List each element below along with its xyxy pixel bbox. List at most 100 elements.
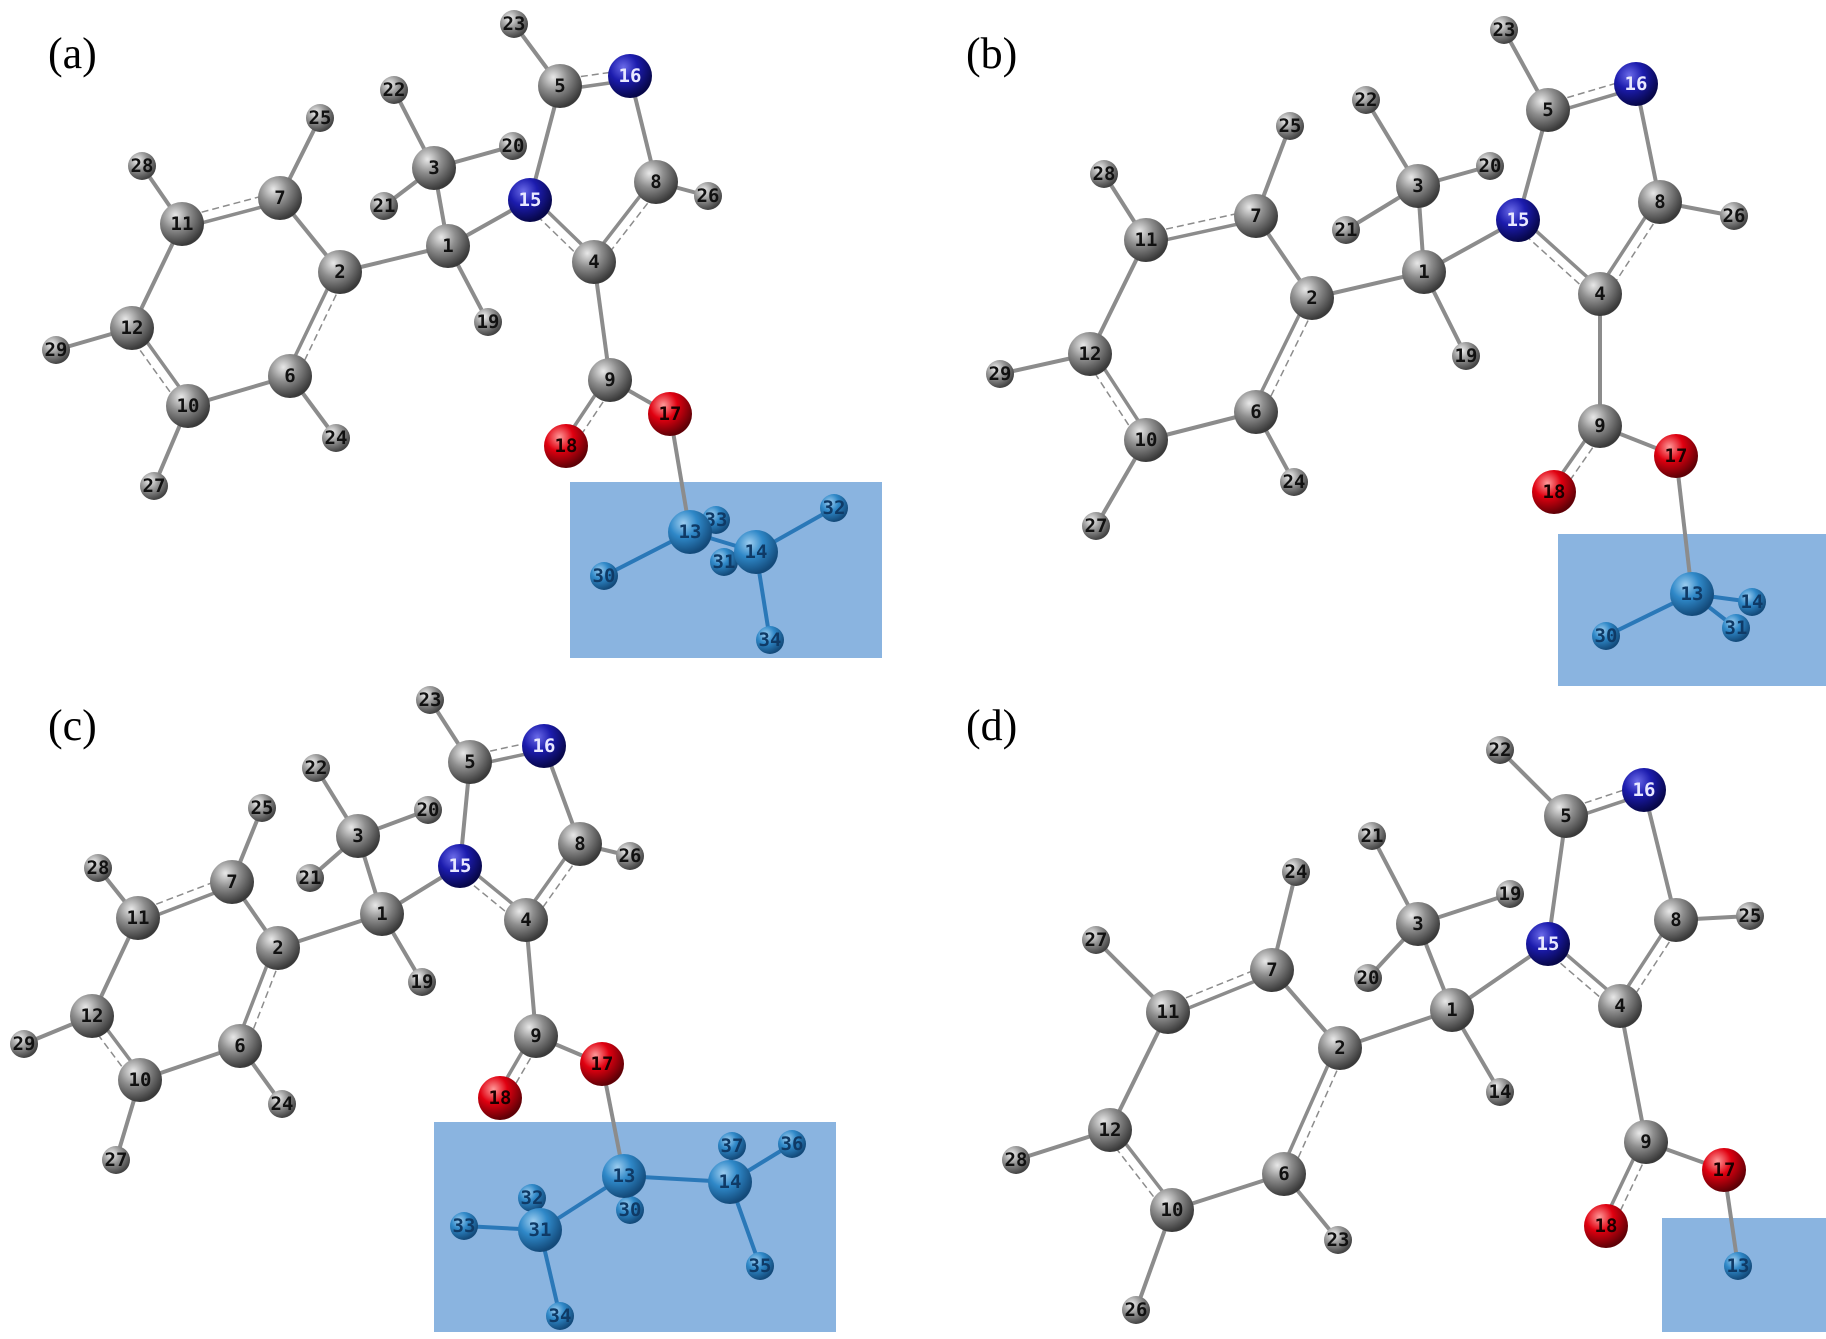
atom-label: 3 xyxy=(428,157,439,179)
atom-c-1: 1 xyxy=(1402,250,1446,294)
atom-h-33: 33 xyxy=(450,1212,478,1240)
atom-label: 22 xyxy=(383,79,406,101)
atom-label: 18 xyxy=(489,1087,512,1109)
atom-c-12: 12 xyxy=(110,306,154,350)
bond-2-6 xyxy=(1278,1045,1347,1177)
atom-label: 31 xyxy=(713,551,736,573)
atom-label: 17 xyxy=(1713,1159,1736,1181)
atom-h-34: 34 xyxy=(756,626,784,654)
atom-o-17: 17 xyxy=(1654,434,1698,478)
atom-label: 9 xyxy=(1594,415,1605,437)
atom-h-24: 24 xyxy=(1280,468,1308,496)
atom-label: 23 xyxy=(1327,1229,1350,1251)
atom-c-5: 5 xyxy=(448,740,492,784)
atom-label: 36 xyxy=(781,1133,804,1155)
atom-label: 25 xyxy=(309,107,332,129)
atom-label: 10 xyxy=(129,1069,152,1091)
atom-label: 12 xyxy=(1079,343,1102,365)
atom-o-18: 18 xyxy=(478,1076,522,1120)
atom-label: 19 xyxy=(1455,345,1478,367)
atom-label: 7 xyxy=(1250,205,1261,227)
atom-c-10: 10 xyxy=(118,1058,162,1102)
atom-c-4: 4 xyxy=(504,898,548,942)
atom-c-11: 11 xyxy=(1124,218,1168,262)
atom-label: 15 xyxy=(449,855,472,877)
atom-label: 34 xyxy=(549,1305,572,1327)
atom-label: 25 xyxy=(1739,905,1762,927)
atom-label: 1 xyxy=(376,903,387,925)
bond-17-13 xyxy=(1674,455,1694,595)
bond-16-8 xyxy=(1642,789,1678,921)
atom-label: 29 xyxy=(45,339,68,361)
atom-label: 14 xyxy=(745,541,768,563)
atom-c-2: 2 xyxy=(318,250,362,294)
atom-h-23: 23 xyxy=(500,10,528,38)
atom-label: 24 xyxy=(1283,471,1306,493)
atom-label: 22 xyxy=(305,757,328,779)
atom-label: 31 xyxy=(529,1219,552,1241)
atom-label: 11 xyxy=(127,907,150,929)
atom-label: 18 xyxy=(1595,1215,1618,1237)
atom-label: 3 xyxy=(1412,175,1423,197)
atom-c-5: 5 xyxy=(1526,88,1570,132)
atom-label: 21 xyxy=(373,195,396,217)
atom-h-13: 13 xyxy=(1724,1252,1752,1280)
atom-h-37: 37 xyxy=(718,1132,746,1160)
atom-h-29: 29 xyxy=(10,1030,38,1058)
atom-c-9: 9 xyxy=(588,358,632,402)
atom-h-30: 30 xyxy=(616,1196,644,1224)
atom-h-24: 24 xyxy=(1282,858,1310,886)
atom-label: 5 xyxy=(554,75,565,97)
atom-label: 28 xyxy=(87,857,110,879)
atom-h-21: 21 xyxy=(1358,822,1386,850)
atom-label: 26 xyxy=(697,185,720,207)
atom-label: 13 xyxy=(1727,1255,1750,1277)
atom-label: 7 xyxy=(226,871,237,893)
atom-c-10: 10 xyxy=(1124,418,1168,462)
atom-label: 10 xyxy=(1135,429,1158,451)
atom-c-12: 12 xyxy=(70,994,114,1038)
atom-o-18: 18 xyxy=(1532,470,1576,514)
atom-label: 13 xyxy=(1681,583,1704,605)
atom-h-21: 21 xyxy=(1332,216,1360,244)
atom-label: 28 xyxy=(131,155,154,177)
atom-o-17: 17 xyxy=(580,1042,624,1086)
panel-label: (d) xyxy=(966,701,1017,750)
atom-label: 23 xyxy=(419,689,442,711)
atom-c-5: 5 xyxy=(1544,794,1588,838)
atom-h-23: 23 xyxy=(416,686,444,714)
atom-label: 20 xyxy=(1479,155,1502,177)
atom-label: 17 xyxy=(659,403,682,425)
atom-n-16: 16 xyxy=(522,724,566,768)
atom-h-21: 21 xyxy=(296,864,324,892)
atom-c-10: 10 xyxy=(1150,1188,1194,1232)
atom-label: 2 xyxy=(1306,287,1317,309)
atom-label: 30 xyxy=(593,565,616,587)
atom-label: 20 xyxy=(1357,967,1380,989)
atom-label: 30 xyxy=(1595,625,1618,647)
atom-h-25: 25 xyxy=(1736,902,1764,930)
atom-label: 28 xyxy=(1093,163,1116,185)
atom-label: 4 xyxy=(520,909,531,931)
atom-c-13: 13 xyxy=(668,510,712,554)
atom-h-20: 20 xyxy=(1476,152,1504,180)
atom-label: 22 xyxy=(1355,89,1378,111)
atom-n-16: 16 xyxy=(1614,62,1658,106)
atom-c-3: 3 xyxy=(412,146,456,190)
atom-n-15: 15 xyxy=(1526,922,1570,966)
atom-h-36: 36 xyxy=(778,1130,806,1158)
atom-o-17: 17 xyxy=(1702,1148,1746,1192)
atom-label: 8 xyxy=(574,833,585,855)
atom-h-22: 22 xyxy=(1486,736,1514,764)
atom-label: 8 xyxy=(1654,191,1665,213)
atom-h-32: 32 xyxy=(518,1184,546,1212)
panel-label: (a) xyxy=(48,29,97,78)
atom-h-30: 30 xyxy=(1592,622,1620,650)
atom-c-10: 10 xyxy=(166,384,210,428)
atom-label: 27 xyxy=(1085,515,1108,537)
atom-label: 24 xyxy=(325,427,348,449)
atom-c-8: 8 xyxy=(1638,180,1682,224)
atom-n-15: 15 xyxy=(1496,198,1540,242)
atom-c-11: 11 xyxy=(116,896,160,940)
atom-h-31: 31 xyxy=(710,548,738,576)
